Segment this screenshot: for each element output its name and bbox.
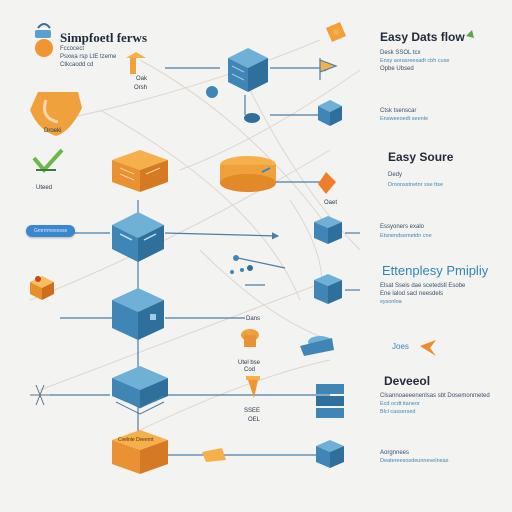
right-title-3: Ettenplesy Pmipliy <box>382 263 489 278</box>
db-caption-1: Utel bse <box>238 360 261 366</box>
router-cube <box>112 212 164 262</box>
orange-cube-left <box>112 150 168 192</box>
orange-box-icon <box>30 276 54 300</box>
r5-line-2: Ene lalod sacl neesdels <box>380 291 444 297</box>
orange-cylinder <box>220 156 276 192</box>
connector-lines <box>30 64 360 470</box>
database-cube-top <box>228 48 268 92</box>
check-caption: Uteed <box>36 185 53 191</box>
r4-sub: Etsnendsemetdn cne <box>380 233 432 239</box>
antenna-icon <box>30 384 52 406</box>
r4-label: Essyoners exalo <box>380 224 425 230</box>
orange-arrow-icon <box>420 340 436 356</box>
shield-caption: Droeki <box>44 128 62 134</box>
blue-box-icon-4 <box>316 440 344 468</box>
node-dot <box>206 86 218 98</box>
orange-cube-bottom <box>112 430 168 474</box>
r8-label: Aorgnnees <box>380 450 410 456</box>
r3-caption: Oaet <box>324 200 338 206</box>
r7-line-3: Blcl cassersed <box>380 409 416 415</box>
r2-sub: Ensweeoedt seenle <box>380 116 429 122</box>
r6-label: Joes <box>392 342 409 351</box>
r1-line-1: Desk SSOL tcx <box>380 50 421 56</box>
r8-sub: Deatereesosdeunnevelneas <box>380 458 449 464</box>
node-disc <box>244 113 260 123</box>
storage-stack <box>112 366 168 415</box>
right-title-2: Easy Soure <box>388 150 454 164</box>
r7-line-2: Ecd ocdt itaneor <box>380 401 420 407</box>
right-title-1: Easy Dats flow <box>380 30 465 44</box>
orange-flag-icon <box>202 448 226 462</box>
r3-label: Dedy <box>388 172 403 178</box>
right-title-4: Deveeol <box>384 374 431 388</box>
blue-box-icon-1 <box>318 100 342 126</box>
blue-pill-button[interactable]: Gmrrrmeeesse <box>26 225 76 237</box>
orange-box-label: Cvelnie Dveernt <box>118 437 154 443</box>
blue-cylinder-icon <box>300 336 334 356</box>
left-sub-2: Psxwa rsp LtE tzeme <box>60 54 117 60</box>
cube-caption: Dans <box>246 316 261 322</box>
r1-line-3: Opbe Ubsed <box>380 66 414 72</box>
db-caption-4: OEL <box>248 417 261 423</box>
flag-icon-1 <box>319 58 338 80</box>
left-title: Simpfoetl ferws <box>60 30 148 45</box>
person-icon <box>35 23 53 57</box>
leaf-icon <box>466 30 474 38</box>
checkmark-icon <box>32 148 64 174</box>
orange-funnel-icon <box>241 329 260 398</box>
server-cube <box>112 288 164 340</box>
shield-icon <box>30 92 82 136</box>
background-curves <box>29 39 361 441</box>
left-sub-3: Ctkcaodd cd <box>60 62 94 68</box>
blue-box-icon-2 <box>314 216 342 244</box>
orange-hook-icon <box>126 52 146 74</box>
node-label-a: Oak <box>136 76 148 82</box>
blue-connector-icon <box>230 255 253 274</box>
server-stack-icon <box>316 384 344 418</box>
orange-drop-icon <box>318 172 336 194</box>
orange-tag-icon-1 <box>326 22 346 42</box>
r3-sub: Droonsstnetnr sse ttse <box>388 182 444 188</box>
node-label-b: Orsh <box>134 85 148 91</box>
r5-line-3: sysonloa <box>380 299 402 305</box>
db-caption-3: SSEE <box>244 408 261 414</box>
r1-line-2: Ensy aorasreesadt cbh cuse <box>380 58 450 64</box>
r7-line-1: Clsannoaeeenenlsas sbt Dosemonmeted <box>380 393 490 399</box>
r5-line-1: Elsat Sseis dae scetedstl Esobe <box>380 283 466 289</box>
db-caption-2: Cod <box>244 367 256 373</box>
r2-label: Ctsk tsenscar <box>380 108 417 114</box>
left-sub-1: Fccocect <box>60 46 85 52</box>
blue-box-icon-3 <box>314 274 342 304</box>
